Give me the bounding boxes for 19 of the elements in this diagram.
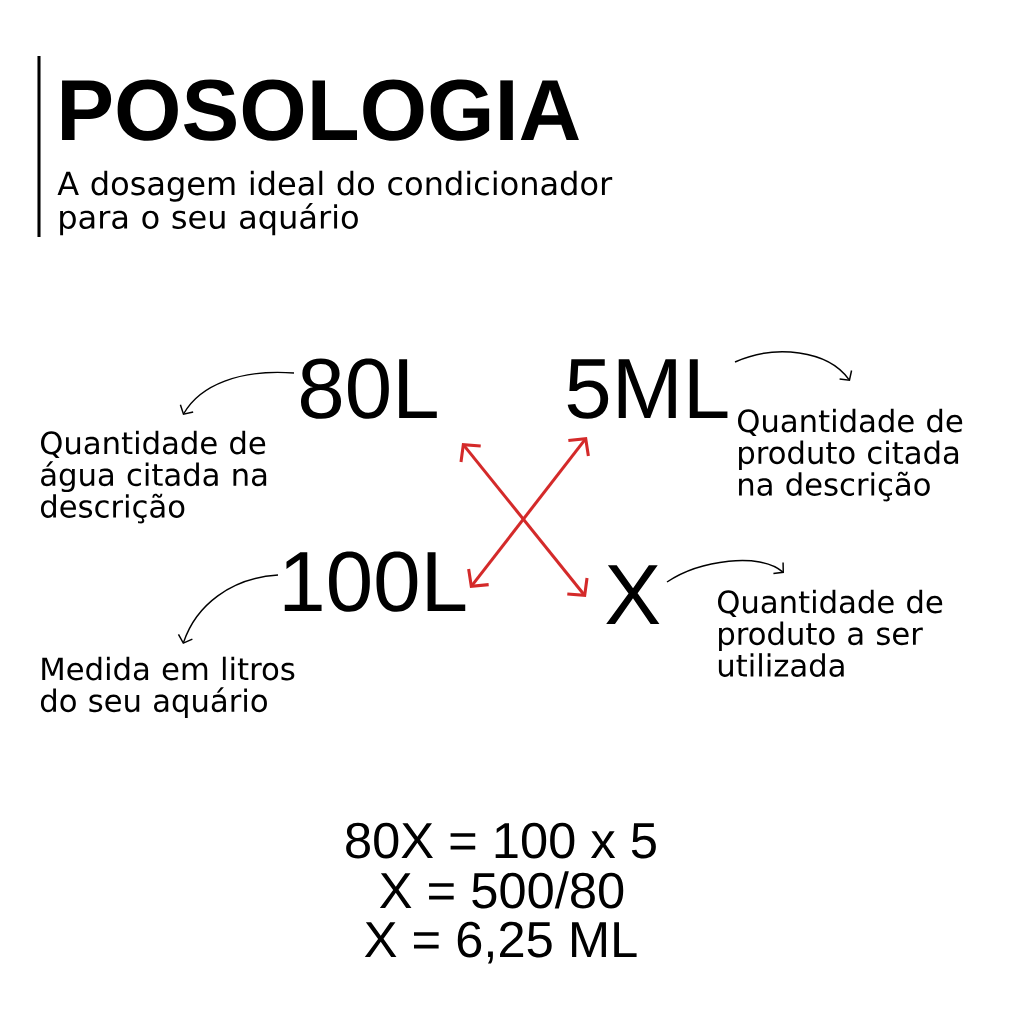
double-arrow xyxy=(467,437,590,588)
subtitle: A dosagem ideal do condicionador para o seu aquário xyxy=(57,170,613,236)
description-text: Quantidade de produto a ser utilizada xyxy=(718,589,943,677)
quantity-value: 80L xyxy=(300,358,437,419)
equation-text: X = 500/80 xyxy=(379,871,624,909)
curved-arrow xyxy=(666,559,784,583)
description-text: Quantidade de produto citada na descrição xyxy=(738,408,963,502)
curved-arrow xyxy=(177,574,279,644)
description-text: Medida em litros do seu aquário xyxy=(40,656,295,719)
curved-arrow xyxy=(734,351,853,381)
quantity-value: X xyxy=(606,565,660,624)
double-arrow xyxy=(459,443,589,597)
quantity-value: 100L xyxy=(284,551,466,612)
quantity-value: 5ML xyxy=(567,359,728,419)
equation-text: X = 6,25 ML xyxy=(364,921,637,964)
equation-text: 80X = 100 x 5 xyxy=(346,822,656,859)
description-text: Quantidade de água citada na descrição xyxy=(40,430,267,524)
title: POSOLOGIA xyxy=(62,79,579,141)
curved-arrow xyxy=(179,371,295,415)
